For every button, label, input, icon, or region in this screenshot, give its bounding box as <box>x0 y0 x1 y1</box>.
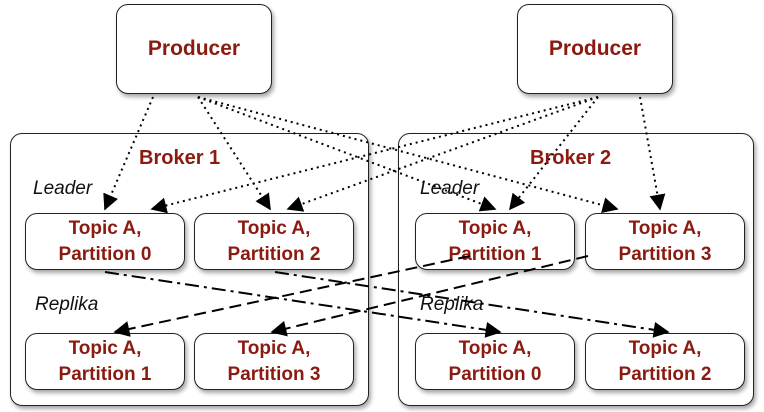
producer-2: Producer <box>517 4 673 94</box>
partition-label: Topic A, Partition 2 <box>227 217 321 265</box>
partition-label: Topic A, Partition 0 <box>448 337 542 385</box>
broker-1-title: Broker 1 <box>139 147 221 169</box>
broker-1-replica-partition-3: Topic A, Partition 3 <box>194 333 354 390</box>
broker-1-replica-label: Replika <box>35 294 99 315</box>
broker-1-leader-partition-0: Topic A, Partition 0 <box>25 213 185 270</box>
producer-1: Producer <box>116 4 272 94</box>
partition-label: Topic A, Partition 1 <box>58 337 152 385</box>
producer-1-label: Producer <box>147 37 241 60</box>
broker-2-replica-label: Replika <box>420 294 484 315</box>
partition-label: Topic A, Partition 0 <box>58 217 152 265</box>
broker-2-replica-partition-0: Topic A, Partition 0 <box>415 333 575 390</box>
broker-2-leader-label: Leader <box>420 178 480 199</box>
broker-2-leader-partition-3: Topic A, Partition 3 <box>585 213 745 270</box>
broker-2-replica-partition-2: Topic A, Partition 2 <box>585 333 745 390</box>
broker-1-leader-label: Leader <box>33 178 93 199</box>
partition-label: Topic A, Partition 3 <box>618 217 712 265</box>
partition-label: Topic A, Partition 2 <box>618 337 712 385</box>
producer-2-label: Producer <box>548 37 642 60</box>
broker-1-replica-partition-1: Topic A, Partition 1 <box>25 333 185 390</box>
broker-2-leader-partition-1: Topic A, Partition 1 <box>415 213 575 270</box>
partition-label: Topic A, Partition 3 <box>227 337 321 385</box>
broker-2-title: Broker 2 <box>530 147 612 169</box>
broker-1-leader-partition-2: Topic A, Partition 2 <box>194 213 354 270</box>
partition-label: Topic A, Partition 1 <box>448 217 542 265</box>
